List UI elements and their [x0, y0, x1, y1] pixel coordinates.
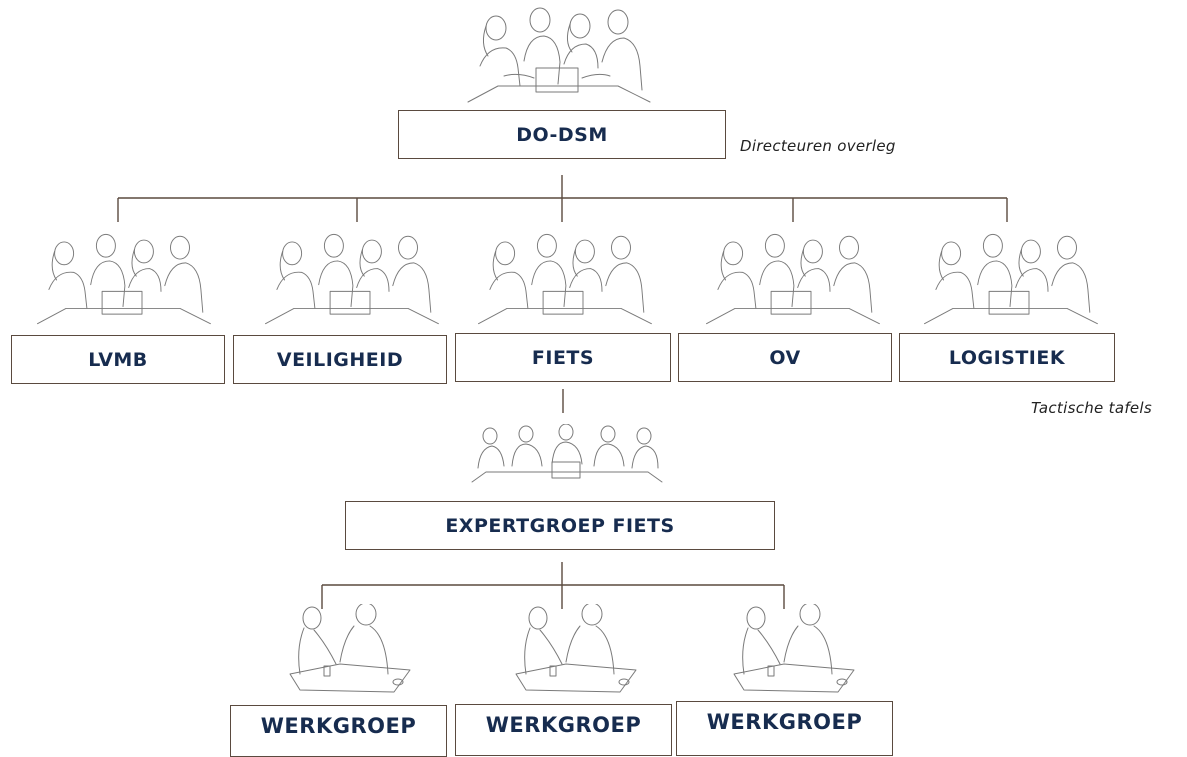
werkgroep-box-1[interactable]: WERKGROEP [230, 705, 447, 757]
tactische-tafels-note: Tactische tafels [1031, 399, 1153, 417]
logistiek-label: LOGISTIEK [948, 346, 1066, 369]
logistiek-box[interactable]: LOGISTIEK [899, 333, 1115, 382]
pair-working-icon [496, 604, 646, 694]
team-meeting-icon [469, 232, 659, 326]
lvmb-box[interactable]: LVMB [11, 335, 225, 384]
team-meeting-icon [256, 232, 446, 326]
team-meeting-icon [458, 6, 658, 104]
werkgroep-box-2[interactable]: WERKGROEP [455, 704, 672, 756]
werkgroep-box-3[interactable]: WERKGROEP [676, 701, 893, 756]
werkgroep-label: WERKGROEP [706, 710, 863, 734]
directeuren-overleg-note: Directeuren overleg [740, 137, 896, 155]
pair-working-icon [270, 604, 420, 694]
expertgroep-fiets-label: EXPERTGROEP FIETS [445, 514, 675, 537]
do-dsm-label: DO-DSM [516, 123, 608, 146]
expertgroep-fiets-box[interactable]: EXPERTGROEP FIETS [345, 501, 775, 550]
veiligheid-box[interactable]: VEILIGHEID [233, 335, 447, 384]
do-dsm-box[interactable]: DO-DSM [398, 110, 726, 159]
werkgroep-label: WERKGROEP [485, 713, 642, 737]
lvmb-label: LVMB [88, 348, 148, 371]
werkgroep-label: WERKGROEP [260, 714, 417, 738]
team-meeting-icon [697, 232, 887, 326]
fiets-box[interactable]: FIETS [455, 333, 671, 382]
ov-box[interactable]: OV [678, 333, 892, 382]
pair-working-icon [714, 604, 864, 694]
veiligheid-label: VEILIGHEID [276, 348, 404, 371]
expert-panel-icon [468, 424, 666, 486]
team-meeting-icon [28, 232, 218, 326]
fiets-label: FIETS [531, 346, 595, 369]
team-meeting-icon [915, 232, 1105, 326]
ov-label: OV [769, 346, 801, 369]
